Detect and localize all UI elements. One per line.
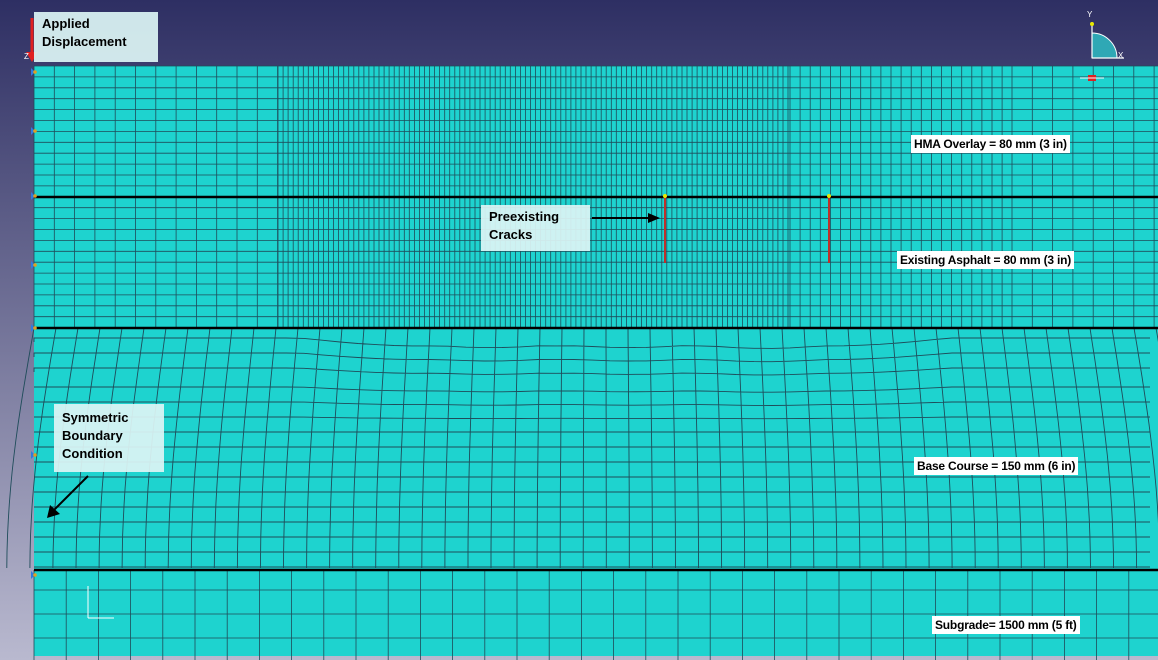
triad-y-tip [1090,22,1094,26]
annotation-arrows [47,213,660,518]
bc-node-4 [33,263,37,267]
subgrade-mesh [33,570,1158,660]
boundary-arrow-head [47,505,60,518]
preexisting-cracks [663,194,831,263]
triad-label-y: Y [1087,10,1093,19]
preexisting-cracks-label: Preexisting Cracks [481,205,590,251]
bc-marker-6 [31,451,35,459]
bc-marker-1 [31,68,35,76]
bc-node-7 [33,573,37,577]
layer-label-subgrade: Subgrade= 1500 mm (5 ft) [932,616,1080,634]
bc-marker-2 [31,127,35,135]
triad-label-x: X [1118,51,1124,60]
layer-boundaries [34,195,1158,572]
crack-tip-2 [827,194,831,198]
applied-displacement-line-1: Applied [42,16,90,31]
bc-node-2 [33,129,37,133]
applied-displacement-line-2: Displacement [42,34,127,49]
bc-marker-7 [31,571,35,579]
symmetric-boundary-line-1: Symmetric [62,410,129,425]
bc-marker-5 [31,324,35,332]
applied-displacement-label: Applied Displacement [34,12,158,62]
view-triad-icon [1080,22,1124,81]
symmetric-boundary-line-2: Boundary [62,428,123,443]
bc-node-5 [33,326,37,330]
bc-node-1 [33,70,37,74]
layer-label-base: Base Course = 150 mm (6 in) [914,457,1079,475]
coordinate-axes-icon [87,586,114,619]
triad-quadrant [1091,32,1118,59]
bc-node-3 [33,194,37,198]
preexisting-cracks-line-1: Preexisting [489,209,560,224]
bc-marker-3 [31,192,35,200]
symmetric-boundary-label: Symmetric Boundary Condition [54,404,164,472]
layer-label-hma: HMA Overlay = 80 mm (3 in) [911,135,1070,153]
crack-tip-1 [663,194,667,198]
boundary-arrow-shaft [53,475,89,511]
symmetric-boundary-line-3: Condition [62,446,123,461]
boundary-condition-markers [31,68,37,579]
preexisting-cracks-line-2: Cracks [489,227,533,242]
layer-label-existing: Existing Asphalt = 80 mm (3 in) [897,251,1075,269]
bc-node-6 [33,453,37,457]
crack-arrow-head [648,213,660,223]
bc-marker-4 [31,261,35,269]
triad-label-z: Z [24,52,29,61]
